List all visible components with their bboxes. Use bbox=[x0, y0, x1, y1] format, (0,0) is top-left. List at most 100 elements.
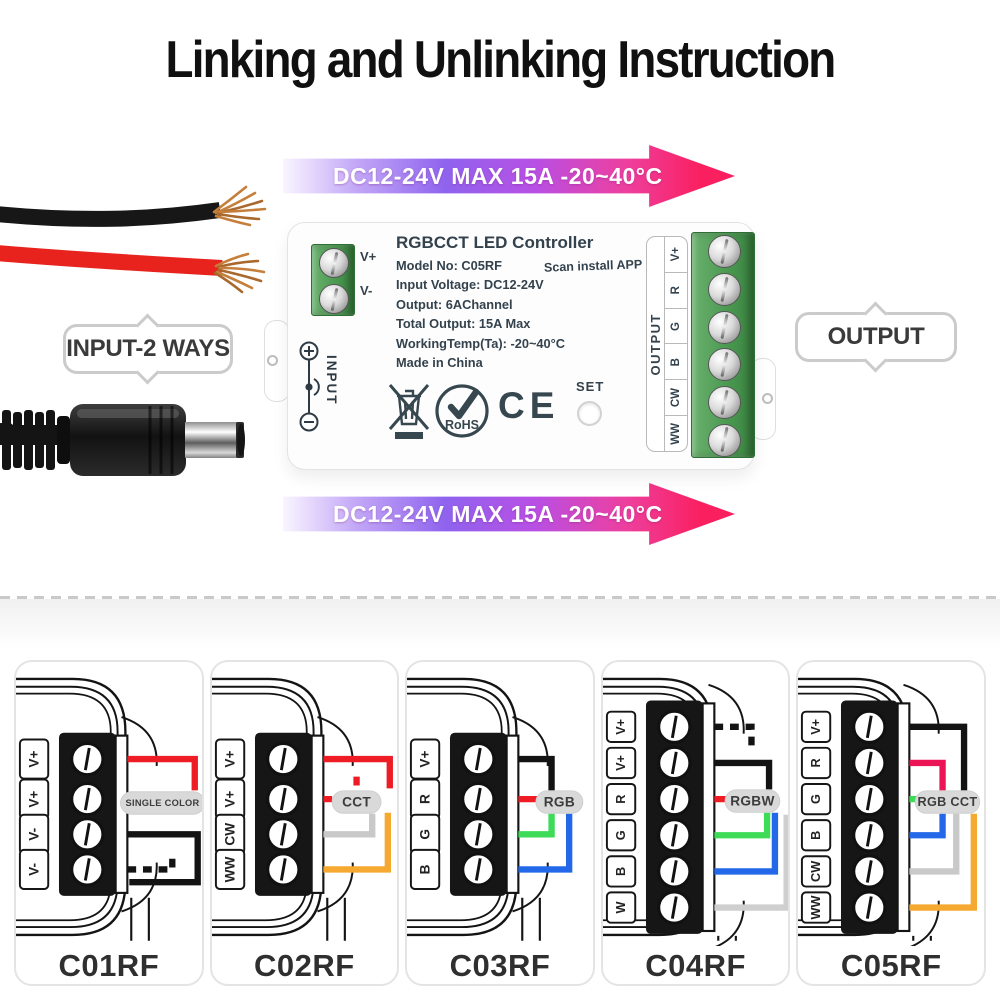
section-fade bbox=[0, 599, 1000, 649]
panel-terminal-label: W bbox=[614, 902, 628, 914]
panel-terminal-box bbox=[605, 710, 636, 743]
panel-terminal-label: V+ bbox=[614, 755, 628, 771]
wire-type-pill bbox=[915, 790, 981, 814]
output-terminal-label: G bbox=[665, 309, 687, 345]
wire-type-label: RGB CCT bbox=[918, 795, 978, 809]
wire-type-label: RGBW bbox=[730, 794, 774, 809]
page-title: Linking and Unlinking Instruction bbox=[165, 31, 837, 89]
model-caption: C04RF bbox=[645, 948, 746, 983]
panel-terminal-label: R bbox=[809, 758, 823, 767]
spec-arrow-top-text: DC12-24V MAX 15A -20~40°C bbox=[333, 162, 663, 189]
panel-terminal-label: CW bbox=[809, 861, 823, 882]
panel-terminal-box bbox=[605, 891, 636, 924]
input-callout: INPUT-2 WAYS bbox=[63, 313, 233, 385]
panel-terminal-label: WW bbox=[809, 896, 823, 920]
panel-terminal-label: B bbox=[614, 867, 628, 876]
screw-terminal bbox=[707, 423, 741, 457]
wire-type-pill bbox=[724, 789, 781, 813]
device-title: RGBCCT LED Controller bbox=[396, 233, 594, 252]
panel-wire bbox=[518, 813, 573, 873]
screw-terminal bbox=[707, 348, 741, 382]
input-callout-label: INPUT-2 WAYS bbox=[66, 335, 230, 362]
panel-wire bbox=[127, 831, 201, 886]
panel-terminal-label: V+ bbox=[418, 751, 433, 768]
callout-notch bbox=[863, 301, 888, 326]
input-terminal-label-vminus: V- bbox=[360, 283, 373, 298]
panel-terminal-box bbox=[18, 848, 50, 890]
wire-type-label: CCT bbox=[342, 795, 371, 810]
panel-wire bbox=[714, 812, 778, 875]
model-caption: C05RF bbox=[840, 948, 942, 983]
mounting-ear-left bbox=[264, 320, 290, 402]
plug-barrel bbox=[70, 404, 186, 476]
output-terminal-block bbox=[691, 232, 755, 458]
screw-terminal bbox=[707, 386, 741, 419]
panel-terminal-box bbox=[605, 782, 636, 816]
input-terminal-block bbox=[311, 244, 355, 316]
wire-type-label: SINGLE COLOR bbox=[125, 798, 199, 808]
panel-wire bbox=[909, 723, 968, 791]
output-terminal-label: CW bbox=[665, 380, 687, 417]
rohs-icon: RoHS bbox=[435, 384, 489, 438]
output-side-label: OUTPUT bbox=[647, 237, 665, 451]
screw-terminal bbox=[707, 235, 741, 269]
callout-notch bbox=[863, 348, 888, 373]
output-terminal-label: R bbox=[665, 273, 687, 309]
panel-wire bbox=[714, 759, 773, 790]
output-terminal-label: B bbox=[665, 344, 687, 381]
black-wire-copper-strands bbox=[212, 185, 267, 227]
model-caption: C01RF bbox=[58, 948, 160, 983]
panel-terminal-box bbox=[801, 819, 832, 852]
output-terminal-label: V+ bbox=[665, 237, 687, 273]
panel-terminal-label: WW bbox=[222, 856, 237, 882]
panel-terminal-box bbox=[605, 746, 636, 780]
input-side-label: INPUT bbox=[324, 355, 339, 406]
panel-terminal-label: R bbox=[614, 795, 628, 804]
output-callout-label: OUTPUT bbox=[827, 323, 925, 350]
device-spec-line: Input Voltage: DC12-24V bbox=[396, 277, 544, 293]
wire-type-pill bbox=[331, 790, 382, 814]
panel-terminal-box bbox=[801, 746, 832, 780]
weee-bar bbox=[395, 432, 423, 439]
screw-terminal bbox=[707, 310, 741, 344]
plug-strain-relief-ribs bbox=[2, 410, 55, 470]
output-terminal-label: WW bbox=[670, 422, 682, 445]
black-wire bbox=[0, 202, 222, 227]
spec-arrow-top: DC12-24V MAX 15A -20~40°C bbox=[283, 145, 735, 207]
rohs-label: RoHS bbox=[445, 418, 479, 432]
panel-terminal-label: V+ bbox=[614, 719, 628, 735]
panel-terminal-box bbox=[801, 891, 832, 924]
panel-terminal-label: B bbox=[809, 831, 823, 840]
ce-mark-icon: CE bbox=[498, 385, 560, 426]
wire-type-pill bbox=[535, 790, 584, 814]
certification-icons: RoHS bbox=[388, 384, 489, 439]
panel-terminal-box bbox=[605, 855, 636, 888]
model-caption: C03RF bbox=[449, 948, 551, 983]
panel-terminal-box bbox=[801, 782, 832, 816]
panel-terminal-label: R bbox=[418, 794, 433, 804]
panel-terminal-label: V- bbox=[27, 828, 42, 841]
panel-terminal-label: V+ bbox=[222, 791, 237, 808]
plug-collar bbox=[57, 416, 70, 464]
panel-wire bbox=[518, 813, 555, 838]
screw-hole-icon bbox=[762, 393, 773, 404]
panel-wire bbox=[909, 813, 960, 875]
panel-wire bbox=[322, 813, 375, 838]
output-callout: OUTPUT bbox=[795, 301, 957, 373]
device-spec-line: WorkingTemp(Ta): -20~40°C bbox=[396, 335, 566, 351]
panel-wire bbox=[909, 813, 947, 839]
panel-terminal-box bbox=[214, 848, 245, 890]
wire-type-label: RGB bbox=[544, 795, 575, 810]
panel-terminal-label: V+ bbox=[27, 791, 42, 808]
panel-terminal-label: G bbox=[809, 794, 823, 804]
wire-type-pill bbox=[120, 791, 202, 815]
